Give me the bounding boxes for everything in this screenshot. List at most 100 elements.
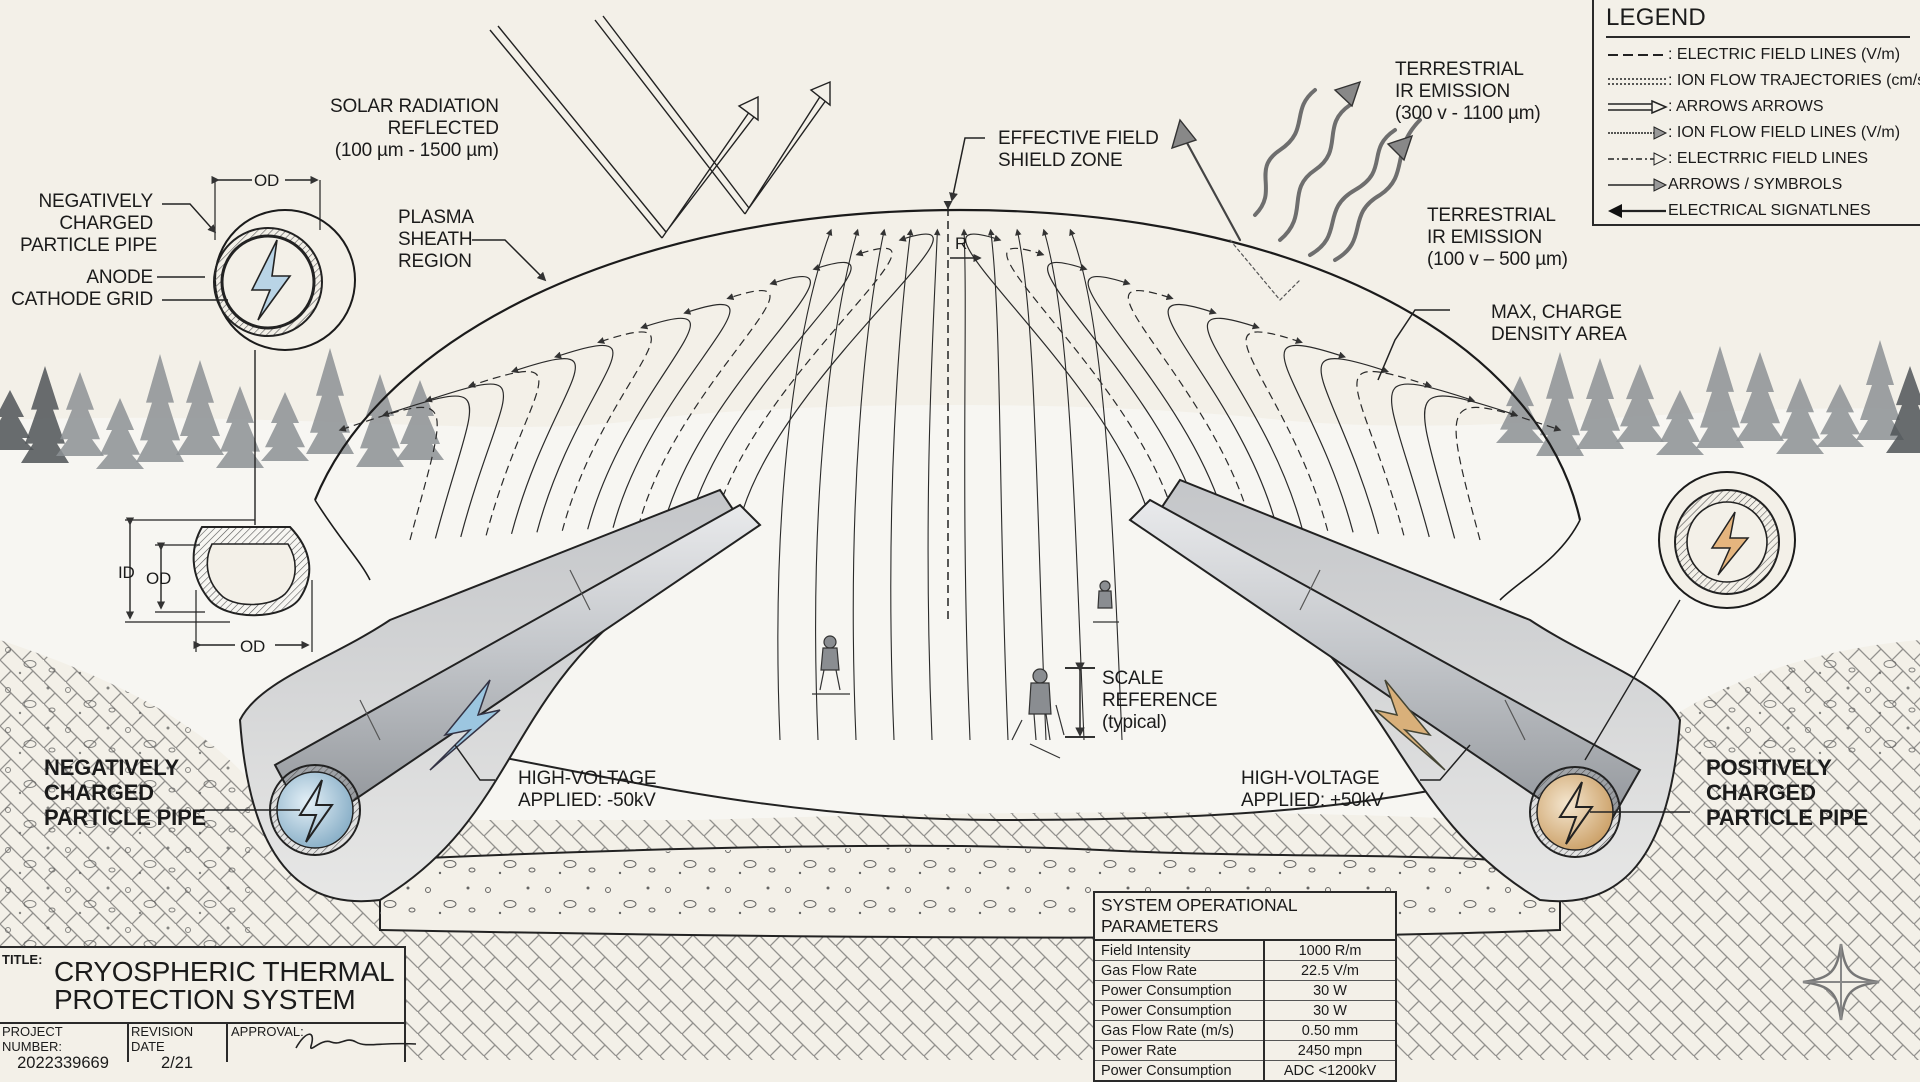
field-line bbox=[714, 247, 893, 522]
legend-symbol-hollow-double-arrow bbox=[1608, 99, 1668, 115]
field-line bbox=[381, 395, 471, 539]
field-line bbox=[424, 383, 505, 538]
system-parameters-table: SYSTEM OPERATIONAL PARAMETERS Field Inte… bbox=[1093, 891, 1397, 1082]
parameter-name: Gas Flow Rate (m/s) bbox=[1095, 1020, 1264, 1041]
field-line bbox=[890, 228, 914, 741]
diagram-artwork bbox=[0, 15, 1920, 1060]
pine-tree bbox=[1816, 384, 1864, 447]
skier-figures bbox=[812, 580, 1119, 759]
field-line bbox=[988, 228, 1009, 741]
field-line bbox=[561, 331, 652, 531]
title-divider bbox=[0, 1022, 404, 1024]
legend-item-text: ELECTRICAL SIGNATLNES bbox=[1668, 202, 1871, 219]
leader-lines bbox=[200, 137, 1690, 813]
od-top-label: OD bbox=[254, 171, 280, 190]
field-line bbox=[960, 228, 971, 741]
field-line bbox=[536, 344, 614, 533]
parameter-value: 2450 mpn bbox=[1263, 1040, 1395, 1061]
parameter-row: Gas Flow Rate (m/s)0.50 mm bbox=[1095, 1020, 1395, 1041]
field-line bbox=[1167, 303, 1278, 528]
legend-symbol-dashdot-arrow-hollow-head bbox=[1608, 152, 1668, 166]
pine-tree bbox=[1656, 390, 1704, 455]
pine-tree bbox=[1536, 352, 1584, 456]
field-line bbox=[1087, 275, 1227, 525]
parameter-name: Field Intensity bbox=[1095, 941, 1264, 961]
approval-cell: APPROVAL: bbox=[231, 1024, 417, 1062]
legend-panel: LEGEND : ELECTRIC FIELD LINES (V/m): ION… bbox=[1592, 0, 1920, 226]
revision-date-label: REVISION DATE bbox=[131, 1024, 194, 1054]
field-line bbox=[1006, 247, 1176, 522]
field-line bbox=[1047, 261, 1202, 524]
electric-field-lines bbox=[338, 228, 1562, 741]
field-line bbox=[637, 289, 771, 527]
field-line bbox=[510, 358, 576, 535]
field-line bbox=[1356, 371, 1433, 536]
field-line bbox=[663, 275, 811, 525]
pine-tree bbox=[216, 386, 264, 468]
pine-tree bbox=[0, 390, 34, 450]
skier-figure bbox=[812, 635, 850, 695]
legend-symbol-solid-arrow-gray-head bbox=[1608, 178, 1668, 192]
legend-item: : ELECTRIC FIELD LINES (V/m) bbox=[1606, 42, 1920, 68]
field-line bbox=[612, 303, 731, 528]
project-number-cell: PROJECT NUMBER: 2022339669 bbox=[2, 1024, 124, 1072]
legend-divider bbox=[1606, 36, 1910, 38]
title-label: TITLE: bbox=[2, 952, 43, 967]
skier-figure bbox=[1011, 668, 1065, 759]
project-number-label: PROJECT NUMBER: bbox=[2, 1024, 63, 1054]
solar-radiation-arrows bbox=[489, 15, 831, 239]
positive-pipe-detail bbox=[1584, 471, 1796, 761]
field-line bbox=[965, 233, 1151, 521]
legend-item: ELECTRICAL SIGNATLNES bbox=[1606, 198, 1920, 224]
ir-emission-arrows bbox=[1170, 80, 1422, 301]
d-section-detail bbox=[125, 517, 313, 652]
field-line bbox=[1042, 228, 1085, 741]
pine-tree bbox=[136, 354, 184, 462]
pine-tree bbox=[1496, 376, 1544, 443]
cell-divider bbox=[226, 1022, 228, 1062]
parameter-name: Power Rate bbox=[1095, 1040, 1264, 1061]
pine-tree bbox=[96, 398, 144, 469]
legend-item: ARROWS / SYMBROLS bbox=[1606, 172, 1920, 198]
cathode-grid-label: CATHODE GRID bbox=[11, 289, 153, 310]
legend-symbol-dashed-line bbox=[1608, 54, 1666, 56]
cell-divider bbox=[127, 1022, 129, 1062]
pine-tree bbox=[1886, 366, 1920, 453]
legend-item: : ARROWS ARROWS bbox=[1606, 94, 1920, 120]
pine-tree bbox=[1856, 340, 1904, 440]
field-line bbox=[739, 233, 934, 521]
parameter-value: 22.5 V/m bbox=[1263, 960, 1395, 981]
legend-symbol-dotted-arrow-gray-head bbox=[1608, 126, 1668, 140]
legend-title: LEGEND bbox=[1606, 4, 1706, 31]
revision-date-cell: REVISION DATE 2/21 bbox=[131, 1024, 223, 1072]
pine-tree bbox=[261, 392, 309, 461]
field-line bbox=[1390, 383, 1476, 538]
pine-tree bbox=[1576, 358, 1624, 449]
field-line bbox=[338, 406, 438, 541]
field-line bbox=[1207, 317, 1303, 530]
compass-star-icon bbox=[1802, 943, 1880, 1021]
legend-item-text: : ELECTRIC FIELD LINES (V/m) bbox=[1668, 46, 1901, 63]
legend-item-text: ARROWS / SYMBROLS bbox=[1668, 176, 1843, 193]
anode-label: ANODE bbox=[86, 267, 153, 288]
section-id-label: ID bbox=[118, 563, 135, 582]
field-line bbox=[1424, 395, 1519, 539]
legend-item-text: : ELECTRRIC FIELD LINES bbox=[1668, 150, 1869, 167]
field-line bbox=[852, 228, 887, 741]
pipe-cross-section-detail bbox=[157, 175, 356, 525]
